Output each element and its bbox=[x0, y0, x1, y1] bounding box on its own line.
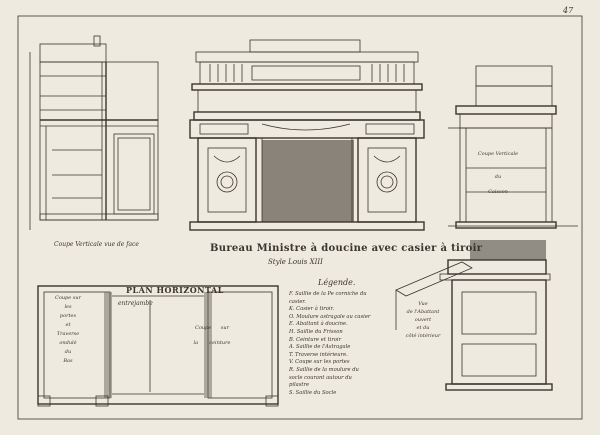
legend-list: F. Saillie de la Pe corniche du casier.K… bbox=[289, 291, 370, 397]
page-number: 47 bbox=[563, 6, 574, 15]
plan-horizontal bbox=[37, 285, 279, 407]
legend-item: V. Coupe sur les portes bbox=[289, 359, 350, 366]
legend-item: casier. bbox=[289, 298, 306, 305]
vue-abattant bbox=[395, 240, 553, 391]
legend-item: H. Saillie du Frisson bbox=[289, 328, 343, 335]
bureau-elevation bbox=[189, 39, 425, 231]
legend-item: R. Saillie de la moulure du bbox=[289, 366, 359, 373]
caption-vue-abattant: Vue de l'Abattant ouvert et du côté inté… bbox=[405, 301, 441, 339]
caption-coupe-ceinture: Coupe sur la ceinture bbox=[193, 325, 231, 346]
coupe-verticale-caisson bbox=[448, 65, 578, 229]
caption-coupe-portes: Coupe sur les portes et Traverse ondulé … bbox=[55, 295, 81, 364]
legend-item: B. Ceinture et tiroir bbox=[289, 336, 342, 343]
legend-item: S. Saillie du Socle bbox=[289, 389, 337, 396]
legend-item: A. Saillie de l'Astragale bbox=[289, 344, 351, 351]
legend-item: pilastre bbox=[289, 382, 310, 389]
caption-coupe-face: Coupe Verticale vue de face bbox=[54, 241, 139, 248]
legend-item: F. Saillie de la Pe corniche du bbox=[289, 291, 367, 297]
plate-title: Bureau Ministre à doucine avec casier à … bbox=[210, 243, 483, 254]
caption-entrejambe: entrejambe bbox=[118, 300, 153, 307]
caption-coupe-caisson: Coupe Verticale du Caisson bbox=[477, 151, 519, 195]
legend-title: Légende. bbox=[318, 278, 356, 287]
coupe-verticale-face bbox=[29, 35, 159, 230]
legend-item: K. Casier à tiroir. bbox=[289, 306, 335, 313]
plan-horizontal-title: PLAN HORIZONTAL bbox=[126, 285, 224, 295]
plate-subtitle: Style Louis XIII bbox=[268, 258, 323, 266]
plate-border bbox=[17, 15, 583, 420]
legend-item: T. Traverse intérieure. bbox=[289, 351, 348, 358]
legend-item: O. Moulure astragale au casier bbox=[289, 313, 371, 320]
legend-item: socle courant autour du bbox=[289, 374, 352, 381]
legend-item: E. Abattant à doucine. bbox=[289, 321, 348, 328]
